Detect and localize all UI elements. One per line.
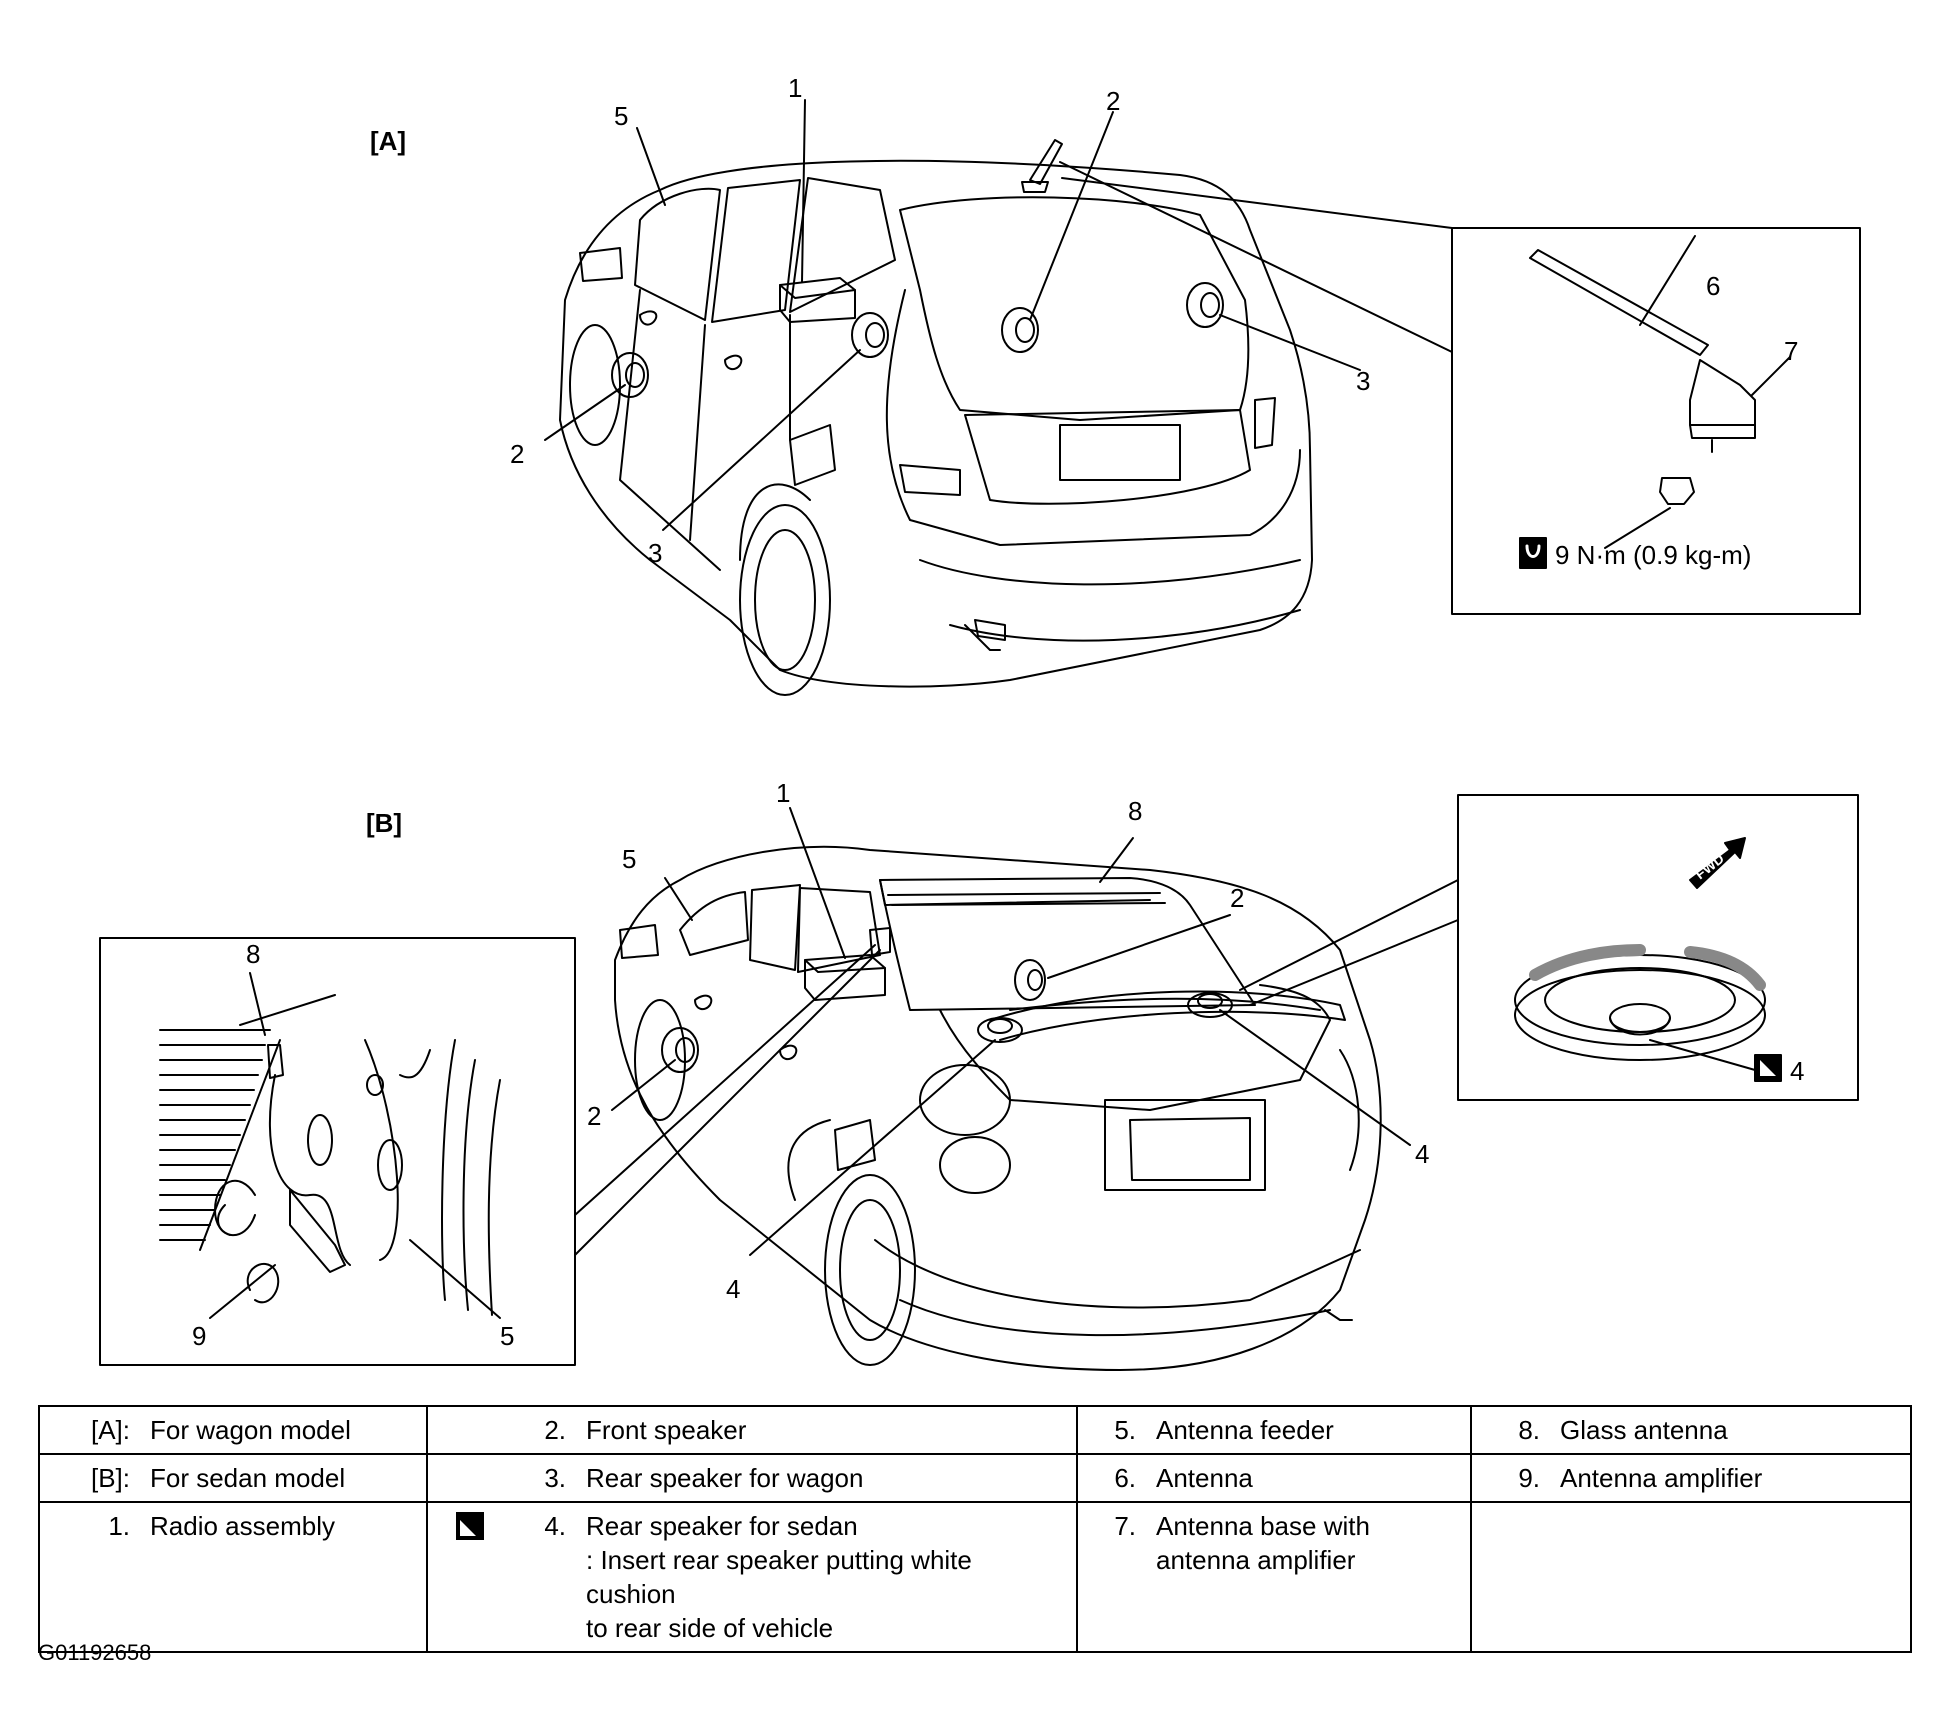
grease-apply-icon: [456, 1512, 484, 1540]
parts-legend-table: [A]: For wagon model 2. Front speaker 5. An…: [38, 1405, 1912, 1653]
glass-antenna-detail-box: [99, 937, 576, 1366]
legend-number: 2.: [544, 1415, 566, 1445]
callout-a-7: 7: [1784, 336, 1798, 366]
callout-inset-8: 8: [246, 939, 260, 969]
callout-b-5: 5: [622, 844, 636, 874]
legend-number: [A]:: [90, 1415, 130, 1445]
legend-cell: 7. Antenna base with antenna amplifier: [1076, 1501, 1472, 1653]
legend-number: 1.: [108, 1511, 130, 1541]
legend-text: Antenna amplifier: [1560, 1463, 1763, 1493]
torque-spec: 9 N·m (0.9 kg-m): [1555, 540, 1751, 570]
callout-a-5: 5: [614, 101, 628, 131]
radio-system-figure: [A] [B] 1 2 3 5 2 3 6 7 9 N·m (0.9 kg-m)…: [99, 73, 1861, 1371]
legend-text: Antenna feeder: [1156, 1415, 1334, 1445]
legend-cell: 4. Rear speaker for sedan : Insert rear s…: [426, 1501, 1078, 1653]
callout-b-1: 1: [776, 778, 790, 808]
legend-cell: [B]: For sedan model: [38, 1453, 428, 1503]
antenna-detail-box: [1451, 227, 1861, 615]
legend-cell: 8. Glass antenna: [1470, 1405, 1912, 1455]
legend-text: Antenna: [1156, 1463, 1253, 1493]
callout-b-4-left: 4: [726, 1274, 740, 1304]
callout-b-4-right: 4: [1415, 1139, 1429, 1169]
wagon-illustration: [559, 139, 1313, 696]
callout-a-3-right: 3: [1356, 366, 1370, 396]
speaker-detail-box: [1457, 794, 1859, 1101]
legend-number: 8.: [1518, 1415, 1540, 1445]
legend-cell: [A]: For wagon model: [38, 1405, 428, 1455]
legend-number: 7.: [1114, 1511, 1136, 1541]
callout-a-2-top: 2: [1106, 86, 1120, 116]
legend-text: antenna amplifier: [1156, 1545, 1356, 1575]
legend-number: 9.: [1518, 1463, 1540, 1493]
callout-detail-4: 4: [1790, 1056, 1804, 1086]
legend-note: to rear side of vehicle: [586, 1613, 834, 1643]
drawing-code: G01192658: [38, 1640, 152, 1665]
callout-b-2-left: 2: [587, 1101, 601, 1131]
legend-number: 3.: [544, 1463, 566, 1493]
legend-cell: 3. Rear speaker for wagon: [426, 1453, 1078, 1503]
section-b-label: [B]: [366, 808, 402, 838]
legend-number: 6.: [1114, 1463, 1136, 1493]
legend-number: 4.: [544, 1511, 566, 1541]
torque-wrench-icon: [1519, 537, 1547, 569]
wagon-leader-lines: [544, 99, 1453, 531]
legend-cell: 1. Radio assembly: [38, 1501, 428, 1653]
callout-b-2-right: 2: [1230, 883, 1244, 913]
legend-note: : Insert rear speaker putting white cush…: [586, 1545, 972, 1609]
section-a-label: [A]: [370, 126, 406, 156]
legend-cell: 6. Antenna: [1076, 1453, 1472, 1503]
legend-text: Rear speaker for sedan: [586, 1511, 858, 1541]
callout-b-8: 8: [1128, 796, 1142, 826]
sedan-illustration: [614, 845, 1382, 1371]
legend-text: Radio assembly: [150, 1511, 335, 1541]
callout-a-1: 1: [788, 73, 802, 103]
fwd-arrow-icon: [1689, 837, 1746, 889]
legend-text: Rear speaker for wagon: [586, 1463, 864, 1493]
legend-text: Front speaker: [586, 1415, 747, 1445]
sedan-leader-lines: [574, 807, 1459, 1256]
legend-text: Glass antenna: [1560, 1415, 1728, 1445]
legend-text: For sedan model: [150, 1463, 346, 1493]
legend-text: Antenna base with: [1156, 1511, 1370, 1541]
legend-cell: 9. Antenna amplifier: [1470, 1453, 1912, 1503]
legend-cell: 5. Antenna feeder: [1076, 1405, 1472, 1455]
grease-apply-icon: [1754, 1054, 1782, 1082]
callout-a-6: 6: [1706, 271, 1720, 301]
legend-number: [B]:: [90, 1463, 130, 1493]
legend-cell: 2. Front speaker: [426, 1405, 1078, 1455]
legend-text: For wagon model: [150, 1415, 351, 1445]
callout-a-3-left: 3: [648, 538, 662, 568]
callout-inset-9: 9: [192, 1321, 206, 1351]
legend-cell-empty: [1470, 1501, 1912, 1653]
callout-a-2-left: 2: [510, 439, 524, 469]
callout-inset-5: 5: [500, 1321, 514, 1351]
legend-number: 5.: [1114, 1415, 1136, 1445]
